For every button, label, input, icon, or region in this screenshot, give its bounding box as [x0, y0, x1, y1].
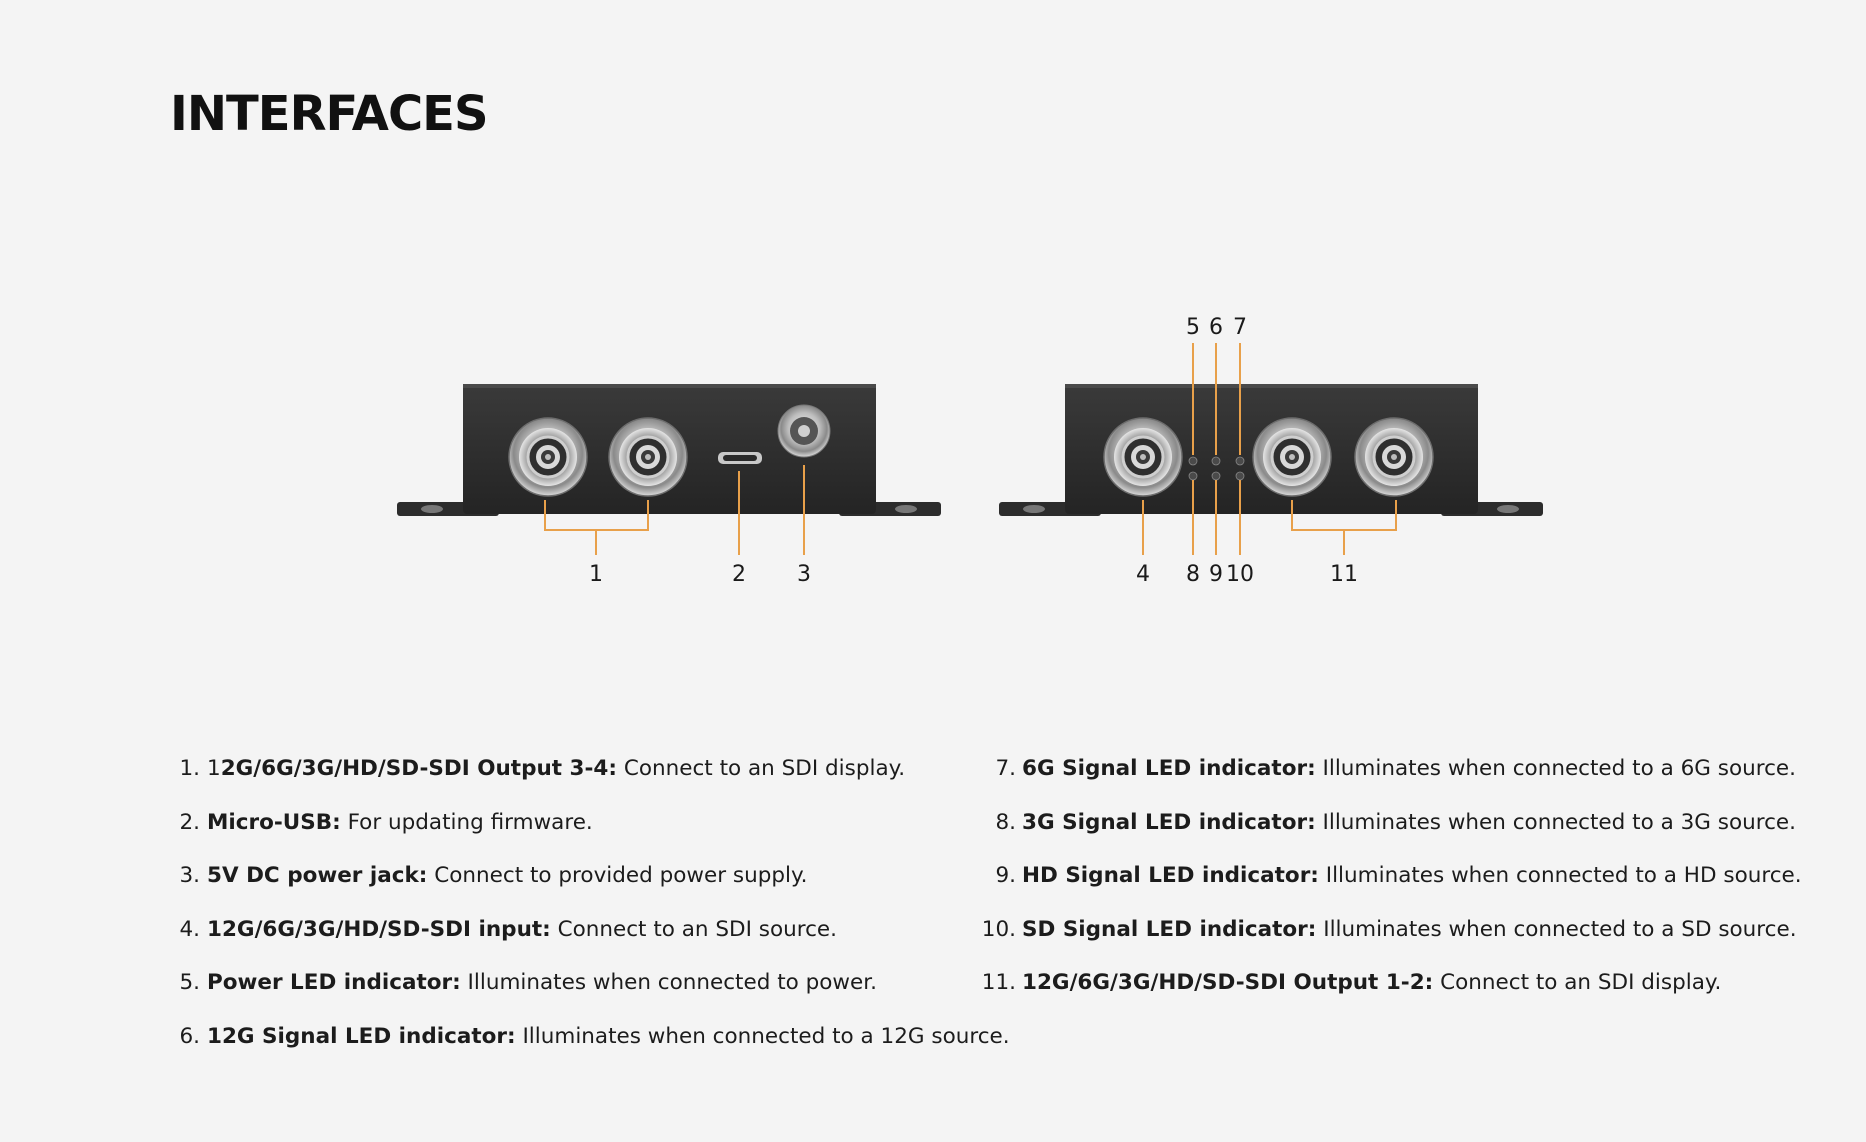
device-left	[397, 384, 941, 516]
micro-usb-port	[718, 452, 762, 464]
device-right	[999, 384, 1543, 516]
callout-5: 5	[1186, 315, 1200, 340]
legend-desc: Illuminates when connected to a 3G sourc…	[1315, 809, 1796, 835]
legend-number: 6.	[179, 1023, 200, 1049]
legend-desc: Connect to an SDI display.	[1433, 970, 1722, 995]
bnc-connector-right-1	[1251, 416, 1333, 498]
legend-number: 1.	[179, 756, 200, 781]
legend-item: 5. Power LED indicator: Illuminates when …	[172, 970, 1010, 1024]
callout-6: 6	[1209, 315, 1223, 340]
callout-2: 2	[732, 562, 746, 587]
callout-1: 1	[589, 562, 603, 587]
legend-term: 6G Signal LED indicator:	[1022, 756, 1316, 781]
legend-desc: Illuminates when connected to a 6G sourc…	[1315, 756, 1796, 781]
legend-desc: Illuminates when connected to a 12G sour…	[515, 1023, 1010, 1049]
legend-item: 1. 12G/6G/3G/HD/SD-SDI Output 3-4: Connec…	[172, 756, 1010, 810]
legend-term: 12G Signal LED indicator:	[207, 1023, 516, 1049]
legend-right: 7.6G Signal LED indicator: Illuminates w…	[976, 756, 1802, 1024]
legend-desc: Illuminates when connected to power.	[460, 970, 877, 995]
legend-desc: For updating firmware.	[340, 809, 593, 835]
legend-item: 8.3G Signal LED indicator: Illuminates w…	[976, 810, 1802, 864]
legend-item: 3. 5V DC power jack: Connect to provided …	[172, 863, 1010, 917]
legend-desc: Illuminates when connected to a HD sourc…	[1318, 863, 1802, 888]
legend-term: 12G/6G/3G/HD/SD-SDI Output 1-2:	[1022, 970, 1434, 995]
legend-item: 11.12G/6G/3G/HD/SD-SDI Output 1-2: Conne…	[976, 970, 1802, 1024]
dc-power-jack	[777, 404, 831, 458]
legend-prefix: 1	[207, 756, 221, 781]
bnc-connector-left-1	[507, 416, 589, 498]
legend-item: 7.6G Signal LED indicator: Illuminates w…	[976, 756, 1802, 810]
legend-term: Micro-USB:	[207, 809, 341, 835]
callout-11: 11	[1330, 562, 1358, 587]
callout-7: 7	[1233, 315, 1247, 340]
legend-item: 2. Micro-USB: For updating firmware.	[172, 810, 1010, 864]
legend-number: 10.	[981, 916, 1016, 942]
legend-number: 2.	[179, 809, 200, 835]
legend-desc: Connect to an SDI source.	[550, 916, 837, 942]
legend-number: 8.	[995, 809, 1016, 835]
callout-3: 3	[797, 562, 811, 587]
legend-number: 3.	[179, 863, 200, 888]
callout-9: 9	[1209, 562, 1223, 587]
legend-term: 5V DC power jack:	[207, 863, 428, 888]
legend-number: 5.	[179, 970, 200, 995]
left-callout-lines	[544, 465, 805, 555]
legend-term: Power LED indicator:	[207, 970, 461, 995]
legend-number: 4.	[179, 916, 200, 942]
callout-10: 10	[1226, 562, 1254, 587]
callout-4: 4	[1136, 562, 1150, 587]
legend-item: 4. 12G/6G/3G/HD/SD-SDI input: Connect to …	[172, 917, 1010, 971]
legend-number: 7.	[995, 756, 1016, 781]
legend-term: SD Signal LED indicator:	[1022, 916, 1317, 942]
bnc-connector-input	[1102, 416, 1184, 498]
legend-desc: Connect to an SDI display.	[617, 756, 906, 781]
legend-item: 9.HD Signal LED indicator: Illuminates w…	[976, 863, 1802, 917]
legend-left: 1. 12G/6G/3G/HD/SD-SDI Output 3-4: Connec…	[172, 756, 1010, 1078]
legend-term: HD Signal LED indicator:	[1022, 863, 1319, 888]
legend-item: 6. 12G Signal LED indicator: Illuminates …	[172, 1023, 1010, 1078]
page-title: INTERFACES	[170, 86, 489, 142]
legend-number: 11.	[981, 970, 1016, 995]
legend-term: 2G/6G/3G/HD/SD-SDI Output 3-4:	[220, 756, 617, 781]
legend-item: 10.SD Signal LED indicator: Illuminates …	[976, 917, 1802, 971]
legend-desc: Illuminates when connected to a SD sourc…	[1316, 916, 1797, 942]
legend-number: 9.	[995, 863, 1016, 888]
legend-desc: Connect to provided power supply.	[427, 863, 808, 888]
bnc-connector-left-2	[607, 416, 689, 498]
callout-8: 8	[1186, 562, 1200, 587]
legend-term: 12G/6G/3G/HD/SD-SDI input:	[207, 916, 551, 942]
bnc-connector-right-2	[1353, 416, 1435, 498]
legend-term: 3G Signal LED indicator:	[1022, 809, 1316, 835]
interfaces-diagram: 1 2 3	[397, 315, 1543, 587]
right-callout-lines	[1142, 343, 1397, 555]
